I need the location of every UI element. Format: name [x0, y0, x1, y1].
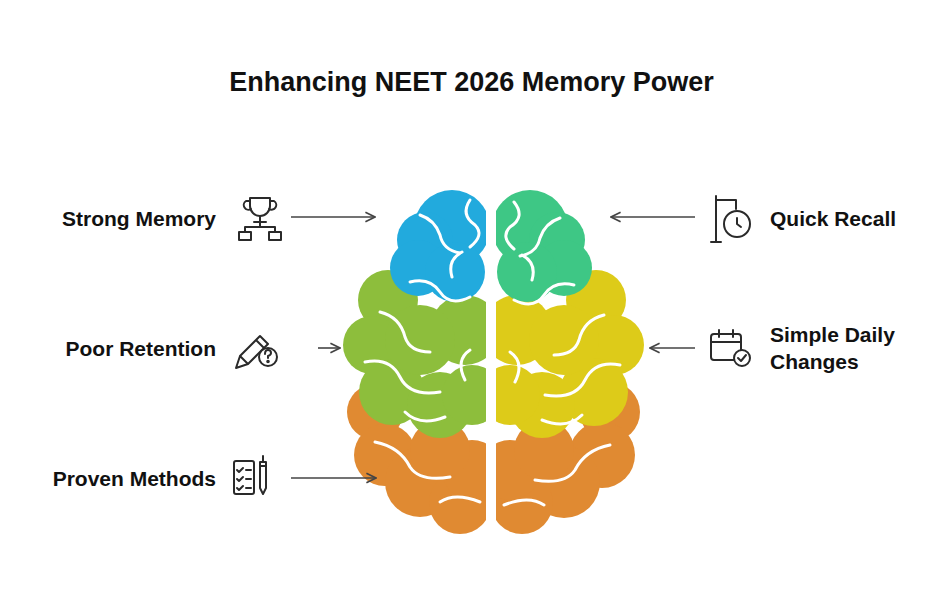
- brain-fold: [466, 200, 479, 247]
- brain-fold: [440, 497, 480, 502]
- brain-fold: [545, 364, 620, 396]
- leader-arrow: [611, 216, 695, 218]
- calendar-header: [711, 330, 741, 342]
- checklist-icon: [234, 456, 266, 494]
- hierarchy-box: [269, 232, 281, 240]
- leader-arrow: [650, 347, 695, 349]
- brain-lobe-blue: [390, 190, 486, 302]
- brain-right-hemisphere: [480, 190, 644, 534]
- trophy-cup: [250, 198, 270, 216]
- brain-fold: [380, 312, 430, 352]
- hierarchy-lines: [245, 222, 275, 232]
- side-label: Poor Retention: [66, 335, 217, 362]
- brain-lobe: [385, 305, 455, 375]
- checklist-ticks: [237, 468, 251, 490]
- brain-lobe: [529, 305, 599, 375]
- stopwatch-icon: [711, 196, 750, 242]
- brain-fold: [420, 215, 460, 253]
- calendar-icon: [711, 330, 750, 366]
- brain-fold: [375, 442, 450, 478]
- brain-folds: [365, 200, 480, 502]
- trophy-icon: [239, 198, 281, 240]
- leader-arrow: [291, 477, 376, 479]
- brain-fold: [535, 445, 610, 481]
- leader-arrow: [291, 216, 375, 218]
- pen-shape: [260, 456, 266, 494]
- stopwatch-hands: [737, 218, 741, 227]
- checklist-sheet: [234, 461, 254, 494]
- side-label: Strong Memory: [62, 205, 216, 232]
- leader-arrow: [318, 347, 340, 349]
- question-dot: [267, 361, 269, 363]
- side-label: Simple Daily Changes: [770, 321, 935, 375]
- brain-fold: [405, 412, 445, 421]
- check-circle: [734, 350, 750, 366]
- side-label: Proven Methods: [53, 465, 216, 492]
- brain-fold: [506, 202, 519, 249]
- diagram-title: Enhancing NEET 2026 Memory Power: [0, 67, 943, 98]
- brain-fold: [504, 500, 544, 505]
- question-circle: [259, 348, 277, 366]
- brain-lobe-teal: [496, 190, 592, 302]
- brain-left-hemisphere: [343, 190, 502, 534]
- brain-fold: [510, 352, 519, 382]
- brain-fold: [554, 315, 604, 355]
- brain-fold: [461, 350, 470, 380]
- leader-arrows: [291, 217, 695, 478]
- question-mark: [265, 350, 271, 358]
- icons: [234, 196, 750, 494]
- brain-fold: [365, 361, 440, 393]
- trophy-handles: [244, 201, 276, 210]
- brain-folds: [504, 202, 620, 505]
- brain-fold: [520, 218, 560, 256]
- brain-fold: [542, 415, 582, 424]
- stopwatch-face: [724, 211, 750, 237]
- pencil-question-icon: [236, 336, 277, 368]
- brain-fold: [522, 255, 533, 280]
- brain-fold: [451, 252, 462, 277]
- hierarchy-box: [239, 232, 251, 240]
- brain-fold: [410, 281, 470, 301]
- side-label: Quick Recall: [770, 205, 935, 232]
- check-mark: [738, 355, 746, 361]
- brain-fold: [514, 284, 574, 304]
- brain-lobe: [497, 242, 557, 302]
